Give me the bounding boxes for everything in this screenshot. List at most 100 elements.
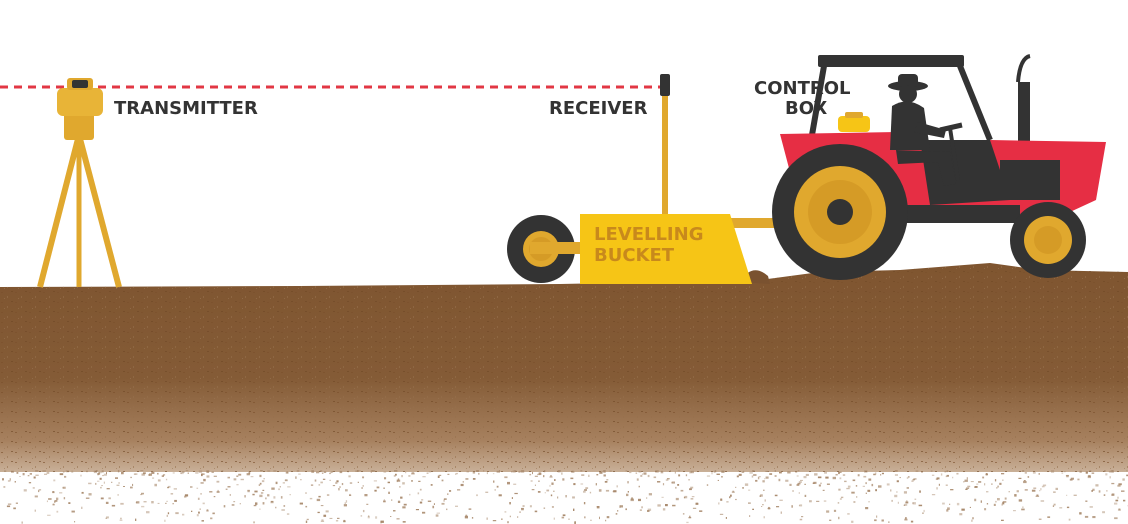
- soil-grain: [966, 487, 970, 489]
- soil-grain: [81, 506, 83, 509]
- soil-grain: [446, 508, 448, 511]
- soil-grain: [851, 520, 854, 523]
- soil-grain: [367, 516, 370, 519]
- soil-grain: [364, 494, 368, 497]
- soil-grain: [447, 493, 449, 495]
- soil-grain: [174, 499, 177, 502]
- soil-grain: [285, 479, 288, 481]
- soil-grain: [543, 475, 545, 478]
- soil-grain: [641, 506, 643, 509]
- soil-grain: [285, 471, 289, 474]
- soil-grain: [864, 470, 868, 473]
- soil-grain: [262, 502, 265, 505]
- soil-grain: [149, 473, 152, 476]
- soil-grain: [432, 506, 435, 509]
- soil-grain: [1105, 473, 1108, 476]
- soil-grain: [716, 473, 720, 475]
- soil-grain: [580, 483, 584, 485]
- soil-grain: [818, 484, 821, 487]
- soil-grain: [383, 487, 385, 489]
- soil-grain: [799, 504, 803, 507]
- soil-grain: [111, 504, 116, 507]
- soil-grain: [945, 484, 948, 486]
- soil-grain: [1031, 489, 1036, 492]
- soil-grain: [465, 478, 469, 480]
- soil-grain: [316, 471, 320, 474]
- soil-grain: [270, 501, 274, 504]
- tractor-front-wheel: [1010, 202, 1086, 278]
- soil-grain: [343, 504, 347, 507]
- soil-grain: [496, 485, 499, 488]
- soil-grain: [259, 508, 261, 510]
- soil-grain: [839, 498, 842, 500]
- soil-grain: [613, 490, 617, 493]
- soil-grain: [395, 473, 397, 476]
- soil-grain: [769, 473, 773, 475]
- soil-grain: [615, 513, 618, 515]
- soil-grain: [409, 493, 411, 496]
- soil-grain: [986, 491, 989, 493]
- soil-grain: [6, 505, 11, 508]
- soil-grain: [447, 473, 450, 475]
- soil-grain: [167, 512, 170, 515]
- soil-grain: [47, 514, 51, 516]
- soil-grain: [472, 471, 476, 474]
- soil-grain: [498, 494, 502, 497]
- soil-grain: [1111, 493, 1115, 496]
- soil-grain: [899, 477, 901, 479]
- soil-grain: [743, 470, 745, 473]
- soil-grain: [936, 477, 940, 480]
- soil-grain: [820, 482, 822, 485]
- tractor-rear-wheel: [772, 144, 908, 280]
- soil-grain: [787, 471, 791, 474]
- soil-grain: [374, 489, 377, 492]
- soil-grain: [167, 485, 171, 488]
- soil-grain: [857, 474, 860, 477]
- soil-grain: [236, 475, 239, 477]
- soil-grain: [1059, 507, 1063, 509]
- soil-grain: [1038, 473, 1040, 475]
- soil-grain: [776, 506, 780, 508]
- soil-grain: [343, 519, 346, 521]
- soil-grain: [627, 491, 629, 493]
- soil-grain: [281, 509, 285, 511]
- soil-grain: [755, 479, 758, 482]
- soil-grain: [876, 515, 878, 518]
- soil-grain: [585, 487, 589, 489]
- soil-grain: [1121, 490, 1125, 492]
- soil-grain: [779, 499, 783, 501]
- soil-grain: [117, 470, 120, 473]
- soil-grain: [729, 496, 731, 499]
- soil-grain: [2, 478, 4, 481]
- soil-grain: [719, 513, 724, 515]
- soil-grain: [95, 470, 98, 472]
- soil-grain: [46, 471, 50, 474]
- soil-grain: [1055, 487, 1058, 490]
- soil-grain: [590, 519, 592, 521]
- soil-grain: [1016, 490, 1019, 493]
- soil-grain: [751, 475, 754, 478]
- soil-grain: [521, 470, 525, 473]
- soil-grain: [682, 513, 685, 515]
- soil-grain: [165, 502, 167, 504]
- soil-grain: [931, 494, 936, 496]
- soil-grain: [1014, 494, 1017, 497]
- soil-grain: [944, 470, 948, 473]
- soil-grain: [852, 479, 856, 482]
- soil-grain: [1008, 491, 1010, 493]
- soil-grain: [54, 500, 58, 502]
- soil-grain: [363, 509, 365, 513]
- soil-grain: [911, 480, 914, 482]
- soil-grain: [275, 506, 277, 509]
- soil-grain: [59, 473, 64, 476]
- soil-grain: [551, 506, 554, 508]
- soil-grain: [1095, 484, 1099, 487]
- soil-grain: [1103, 494, 1106, 496]
- soil-grain: [844, 480, 847, 483]
- soil-grain: [605, 489, 610, 492]
- soil-grain: [362, 510, 365, 512]
- soil-grain: [383, 471, 387, 473]
- soil-grain: [1117, 496, 1119, 499]
- soil-grain: [1052, 505, 1055, 507]
- soil-grain: [675, 497, 679, 501]
